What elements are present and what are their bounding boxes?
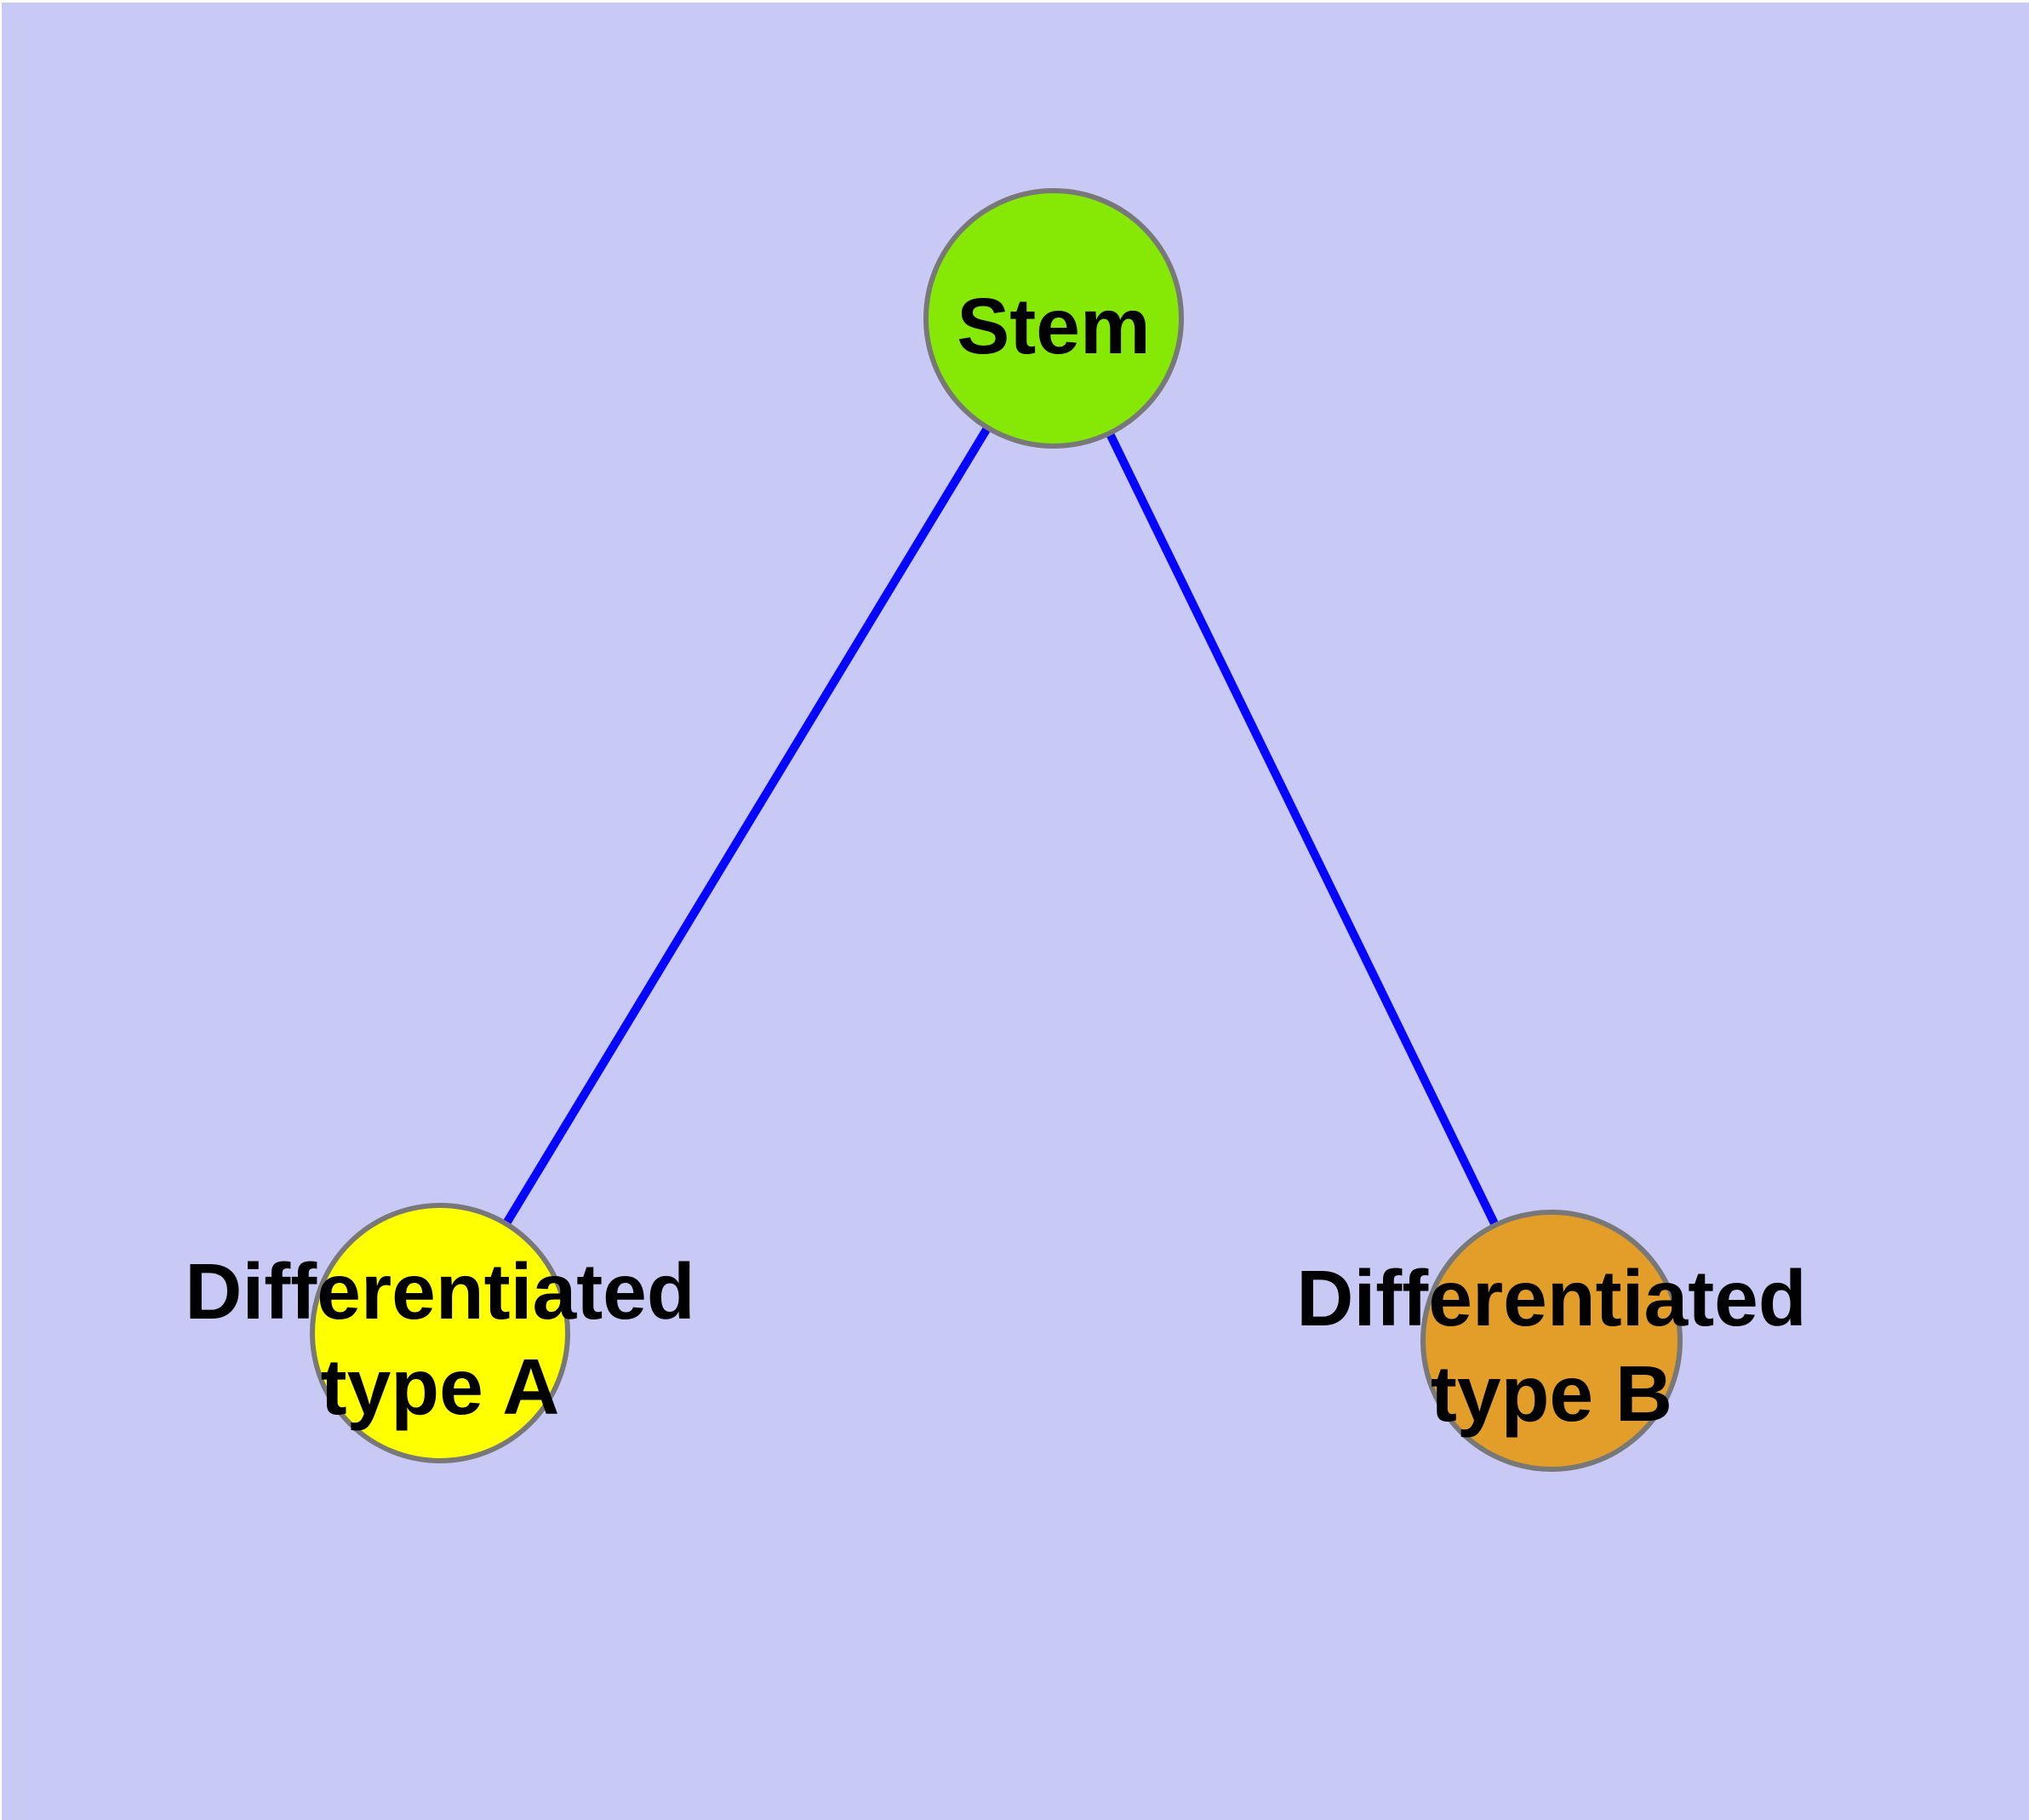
node-type-a-label-line-2: type A (321, 1342, 560, 1431)
node-type-a-label-line-1: Differentiated (185, 1247, 694, 1336)
edge-stem-to-type-b (1049, 316, 1556, 1343)
edge-stem-to-type-a (436, 316, 1058, 1336)
node-differentiated-type-a (310, 1203, 570, 1463)
node-differentiated-type-b (1420, 1210, 1683, 1472)
node-type-b-label-line-2: type B (1431, 1349, 1672, 1438)
node-stem-label: Stem (957, 282, 1150, 370)
node-type-b-label-line-1: Differentiated (1296, 1254, 1806, 1342)
node-stem (923, 188, 1184, 449)
